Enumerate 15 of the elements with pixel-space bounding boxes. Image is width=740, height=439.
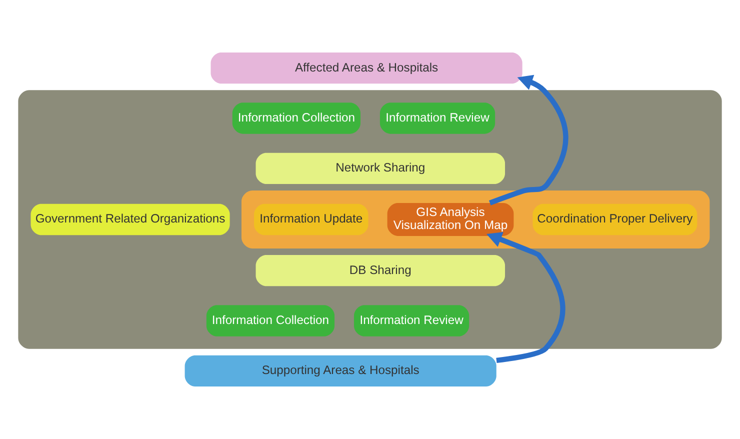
node-box: Government Related Organizations <box>30 204 230 236</box>
node-box: Information Review <box>380 102 496 134</box>
node-box: DB Sharing <box>256 254 506 286</box>
node-box: Information Update <box>254 204 368 236</box>
node-box: Information Collection <box>232 102 360 134</box>
node-box: GIS Analysis Visualization On Map <box>387 203 514 236</box>
node-box: Network Sharing <box>256 152 506 184</box>
arrow <box>488 74 568 206</box>
arrow <box>486 232 566 363</box>
node-box: Information Collection <box>206 305 335 336</box>
node-box: Coordination Proper Delivery <box>532 204 698 236</box>
node-box: Affected Areas & Hospitals <box>210 52 522 84</box>
node-box: Information Review <box>354 305 470 336</box>
node-box: Supporting Areas & Hospitals <box>184 355 496 387</box>
cluster <box>18 90 722 349</box>
